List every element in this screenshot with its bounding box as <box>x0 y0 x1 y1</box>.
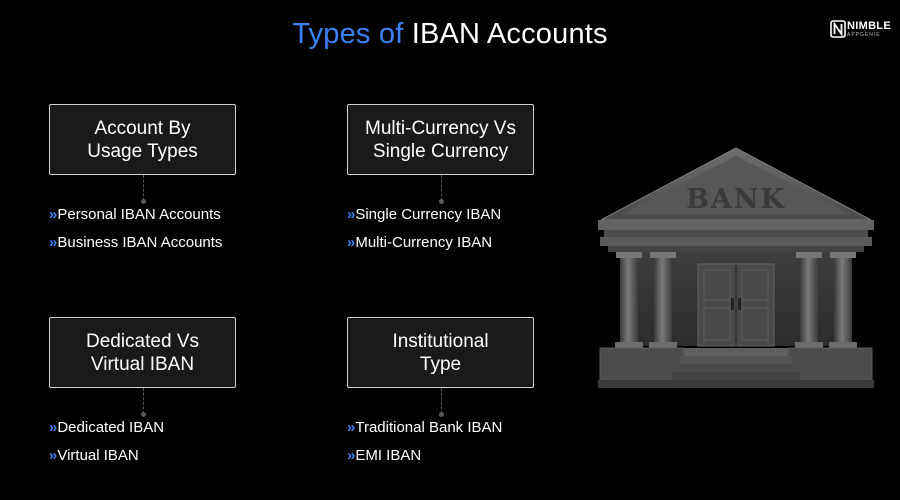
category-card-dedicated: Dedicated Vs Virtual IBAN <box>49 317 236 388</box>
bank-building-icon <box>598 147 874 388</box>
category-card-currency: Multi-Currency Vs Single Currency <box>347 104 534 175</box>
category-card-institutional: Institutional Type <box>347 317 534 388</box>
category-label: Multi-Currency Vs Single Currency <box>365 117 516 162</box>
title-rest: IBAN Accounts <box>411 18 608 50</box>
chevron-right-icon: » <box>347 206 355 223</box>
category-card-usage: Account By Usage Types <box>49 104 236 175</box>
list-item: »Personal IBAN Accounts <box>49 206 221 223</box>
list-item: »Single Currency IBAN <box>347 206 501 223</box>
list-item: »Traditional Bank IBAN <box>347 419 502 436</box>
connector-dot <box>141 412 146 417</box>
list-item-label: EMI IBAN <box>355 447 422 464</box>
connector-line <box>141 175 146 204</box>
chevron-right-icon: » <box>49 447 57 464</box>
chevron-right-icon: » <box>347 447 355 464</box>
list-item: »Business IBAN Accounts <box>49 234 222 251</box>
chevron-right-icon: » <box>347 234 355 251</box>
page-title: Types of IBAN Accounts <box>0 18 900 51</box>
category-label: Account By Usage Types <box>87 117 198 162</box>
chevron-right-icon: » <box>49 234 57 251</box>
category-label: Institutional Type <box>392 330 489 375</box>
bank-sign: BANK <box>686 184 786 215</box>
connector-line <box>439 175 444 204</box>
list-item-label: Multi-Currency IBAN <box>355 234 493 251</box>
list-item-label: Virtual IBAN <box>57 447 139 464</box>
connector-line <box>141 388 146 417</box>
list-item: »Virtual IBAN <box>49 447 139 464</box>
list-item-label: Business IBAN Accounts <box>57 234 223 251</box>
chevron-right-icon: » <box>347 419 355 436</box>
logo-mark-icon <box>830 20 846 38</box>
list-item: »EMI IBAN <box>347 447 421 464</box>
title-accent: Types of <box>292 18 404 50</box>
list-item: »Multi-Currency IBAN <box>347 234 492 251</box>
chevron-right-icon: » <box>49 206 57 223</box>
logo-word: NIMBLE <box>847 20 891 32</box>
connector-dot <box>439 199 444 204</box>
list-item: »Dedicated IBAN <box>49 419 164 436</box>
connector-line <box>439 388 444 417</box>
list-item-label: Traditional Bank IBAN <box>355 419 503 436</box>
brand-logo: NIMBLE APPGENIE <box>830 19 891 41</box>
connector-dot <box>439 412 444 417</box>
list-item-label: Dedicated IBAN <box>57 419 165 436</box>
chevron-right-icon: » <box>49 419 57 436</box>
logo-sub: APPGENIE <box>847 32 881 38</box>
connector-dot <box>141 199 146 204</box>
list-item-label: Single Currency IBAN <box>355 206 502 223</box>
category-label: Dedicated Vs Virtual IBAN <box>85 330 199 375</box>
list-item-label: Personal IBAN Accounts <box>57 206 221 223</box>
